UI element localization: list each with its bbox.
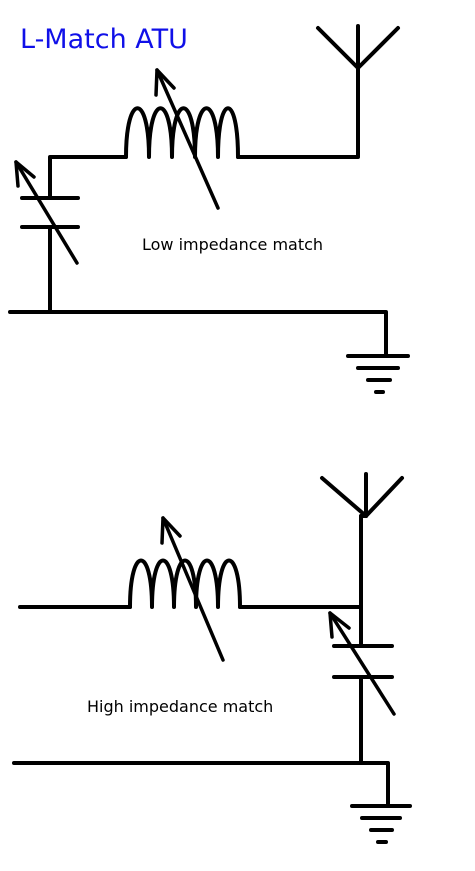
- low-impedance-label: Low impedance match: [142, 235, 323, 254]
- bottom-wire-2: [12, 761, 390, 808]
- variable-inductor-icon: [124, 68, 240, 210]
- high-impedance-circuit: High impedance match: [12, 472, 412, 844]
- variable-inductor-icon-2: [128, 516, 242, 662]
- bottom-wire: [8, 310, 388, 358]
- top-wire-right: [236, 66, 360, 159]
- variable-capacitor-icon-2: [328, 611, 396, 716]
- diagram-title: L-Match ATU: [20, 24, 188, 55]
- low-impedance-circuit: Low impedance match: [8, 24, 410, 394]
- antenna-icon: [316, 24, 400, 70]
- ground-icon-2: [350, 804, 412, 844]
- antenna-icon-2: [320, 472, 404, 518]
- high-impedance-label: High impedance match: [87, 697, 273, 716]
- ground-icon: [346, 354, 410, 394]
- top-wire-left: [48, 155, 128, 198]
- variable-capacitor-icon: [14, 160, 80, 265]
